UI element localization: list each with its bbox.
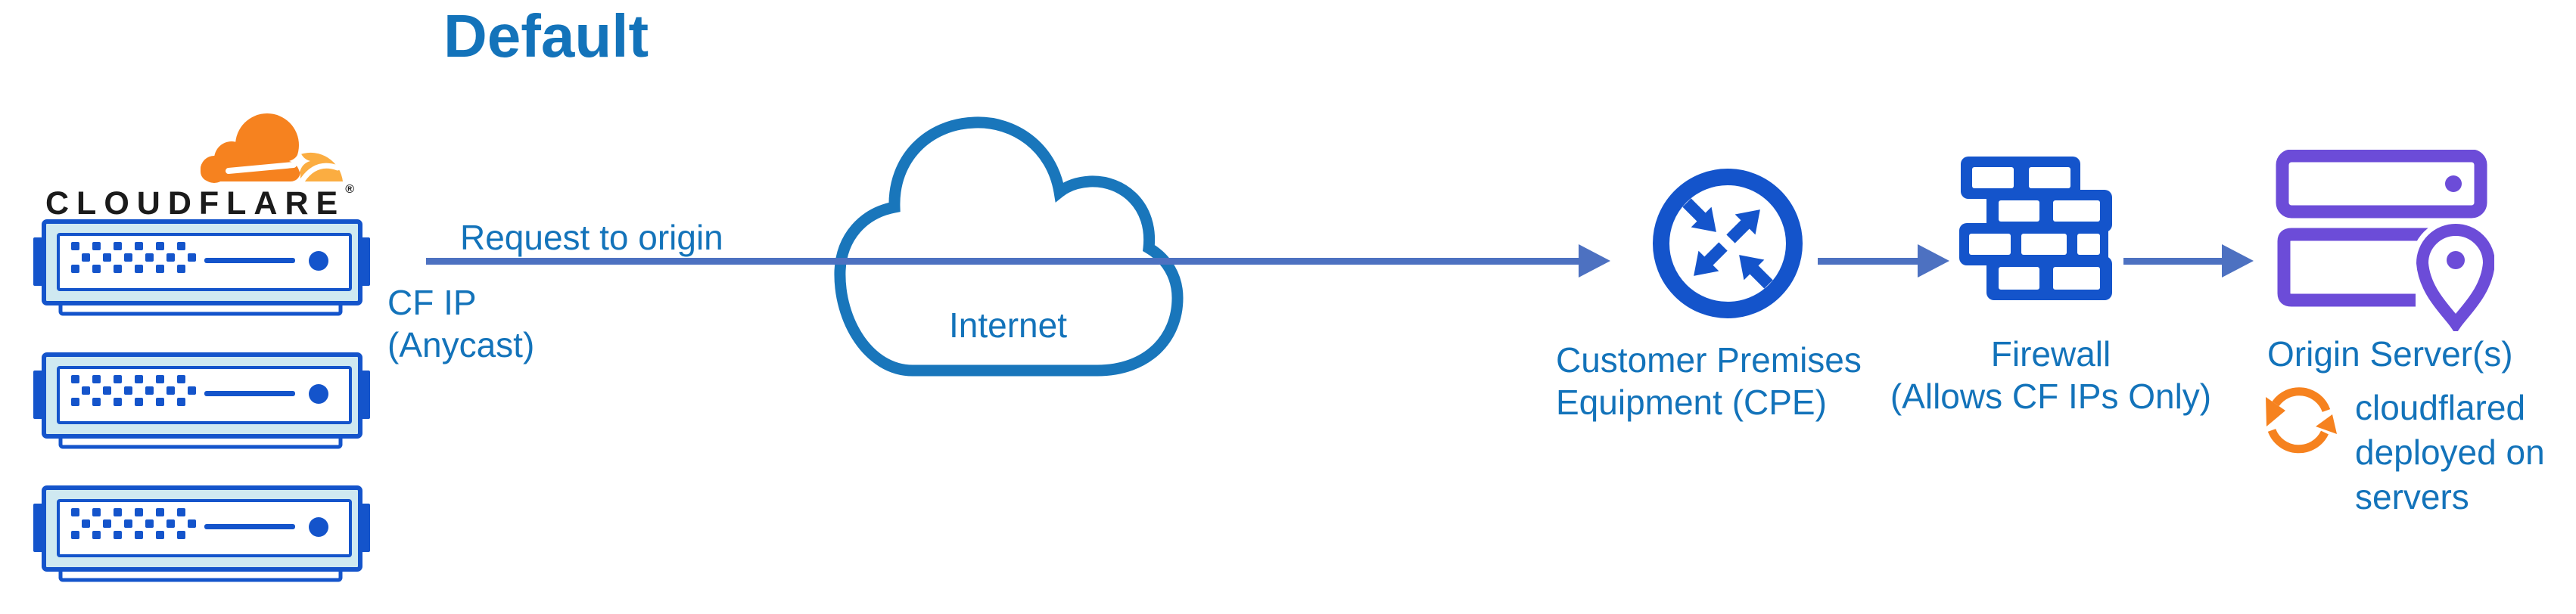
request-arrow-line xyxy=(426,258,1581,265)
cloudflared-line3: servers xyxy=(2355,477,2469,516)
firewall-label: Firewall(Allows CF IPs Only) xyxy=(1881,333,2221,417)
cloudflared-line2: deployed on xyxy=(2355,433,2545,472)
sync-icon xyxy=(2266,387,2337,454)
cloudflare-logo: CLOUDFLARE® xyxy=(45,107,354,222)
cloudflare-wordmark: CLOUDFLARE® xyxy=(45,183,354,222)
cf-ip-line2: (Anycast) xyxy=(387,325,535,364)
firewall-label-line1: Firewall xyxy=(1990,334,2111,374)
location-pin-icon xyxy=(2410,219,2494,331)
cloudflared-line1: cloudflared xyxy=(2355,388,2526,427)
firewall-to-origin-line xyxy=(2123,258,2223,265)
cpe-label-line1: Customer Premises xyxy=(1556,340,1862,380)
origin-servers-label: Origin Server(s) xyxy=(2267,334,2513,374)
cf-ip-anycast-label: CF IP(Anycast) xyxy=(387,281,534,366)
cpe-to-firewall-arrowhead xyxy=(1918,244,1949,278)
origin-servers-icon xyxy=(2276,150,2494,331)
cf-ip-line1: CF IP xyxy=(387,283,477,322)
request-arrowhead xyxy=(1579,244,1610,278)
firewall-to-origin-arrowhead xyxy=(2222,244,2254,278)
edge-server-icon xyxy=(33,219,371,318)
cloudflared-label: cloudflared deployed on servers xyxy=(2355,386,2545,519)
firewall-label-line2: (Allows CF IPs Only) xyxy=(1890,377,2212,416)
cpe-label-line2: Equipment (CPE) xyxy=(1556,383,1827,422)
edge-server-icon xyxy=(33,485,371,584)
firewall-icon xyxy=(1959,157,2112,300)
cloudflare-wordmark-text: CLOUDFLARE xyxy=(45,185,346,222)
page-title: Default xyxy=(443,2,649,70)
cloudflare-logo-cloud-icon xyxy=(201,113,343,183)
cpe-to-firewall-line xyxy=(1818,258,1919,265)
internet-label: Internet xyxy=(949,305,1067,345)
edge-server-icon xyxy=(33,352,371,451)
registered-mark: ® xyxy=(345,183,354,196)
cpe-router-icon xyxy=(1653,169,1803,318)
request-to-origin-label: Request to origin xyxy=(460,218,723,257)
